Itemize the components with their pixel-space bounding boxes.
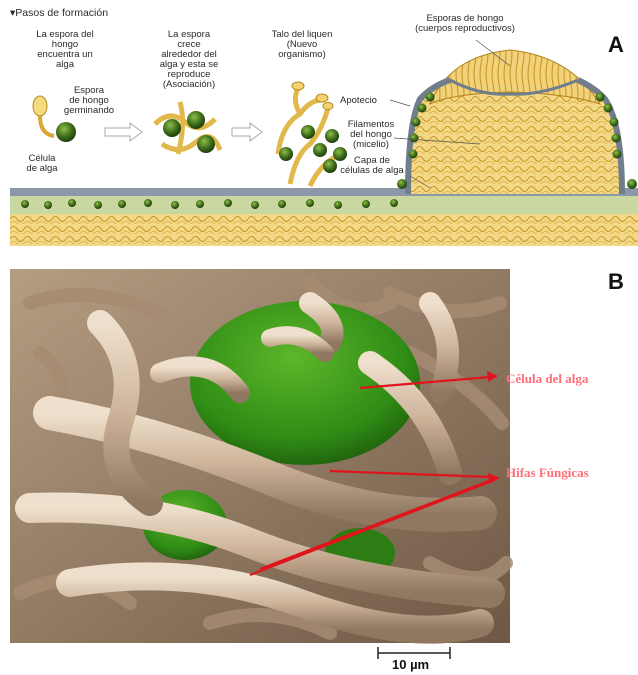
label-thallus: Talo del liquen (Nuevo organismo): [258, 30, 346, 60]
label-fungal-spores: Esporas de hongo (cuerpos reproductivos): [390, 14, 540, 34]
label-algal-cell-sem: Célula del alga: [506, 371, 588, 387]
label-spore-meets-alga: La espora del hongo encuentra un alga: [26, 30, 104, 70]
label-spore-germinating: Espora de hongo germinando: [58, 86, 120, 116]
label-fungal-hyphae: Hifas Fúngicas: [506, 465, 589, 481]
label-association: La espora crece alrededor del alga y est…: [146, 30, 232, 90]
label-algal-cell: Célula de alga: [16, 154, 68, 174]
header-formation-steps: ▾Pasos de formación: [10, 8, 108, 18]
label-algal-layer: Capa de células de alga: [332, 156, 412, 176]
step-arrow-2: [232, 123, 262, 141]
algal-layer: [10, 196, 638, 214]
apothecium: [397, 50, 637, 194]
panel-letter-b: B: [608, 269, 624, 295]
step2-association: [155, 102, 220, 154]
scale-bar-label: 10 µm: [392, 657, 429, 672]
step-arrow-1: [105, 123, 142, 141]
label-apothecium: Apotecio: [340, 96, 396, 106]
panel-b: Célula del alga Hifas Fúngicas 10 µm B: [10, 263, 638, 675]
panel-a: ▾Pasos de formación La espora del hongo …: [10, 4, 638, 246]
panel-letter-a: A: [608, 32, 624, 58]
label-fungal-filaments: Filamentos del hongo (micelio): [340, 120, 402, 150]
medulla: [10, 214, 638, 246]
